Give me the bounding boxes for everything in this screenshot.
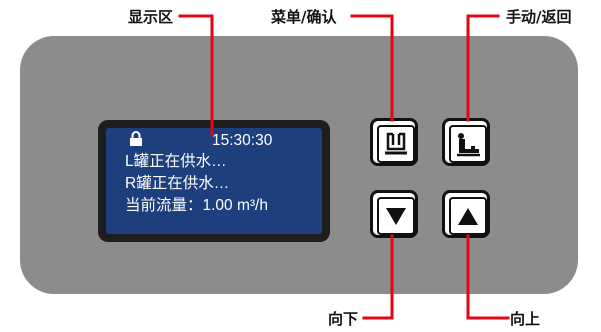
label-up: 向上 bbox=[510, 310, 541, 328]
callout-line-down bbox=[362, 234, 394, 320]
lcd-line-1: L罐正在供水… bbox=[125, 153, 227, 170]
lcd-display: 15:30:30 L罐正在供水… R罐正在供水… 当前流量：1.00 m³/h bbox=[98, 120, 330, 242]
label-display: 显示区 bbox=[128, 8, 174, 26]
lcd-line-3: 当前流量：1.00 m³/h bbox=[125, 197, 268, 214]
triangle-up-icon bbox=[458, 208, 478, 225]
lcd-line-2: R罐正在供水… bbox=[125, 175, 230, 192]
lcd-time: 15:30:30 bbox=[212, 132, 273, 149]
callout-line-up bbox=[466, 234, 510, 320]
label-menu-confirm: 菜单/确认 bbox=[271, 8, 337, 26]
down-button[interactable] bbox=[370, 190, 418, 238]
menu-confirm-button[interactable] bbox=[370, 118, 418, 166]
up-button[interactable] bbox=[442, 190, 490, 238]
lock-icon bbox=[130, 131, 142, 146]
manual-return-icon bbox=[457, 133, 480, 157]
callout-line-display bbox=[178, 14, 214, 136]
lcd-screen: 15:30:30 L罐正在供水… R罐正在供水… 当前流量：1.00 m³/h bbox=[106, 128, 322, 234]
callout-line-menu-confirm bbox=[350, 14, 394, 122]
callout-line-manual-back bbox=[466, 14, 500, 122]
label-manual-back: 手动/返回 bbox=[506, 8, 572, 26]
triangle-down-icon bbox=[386, 208, 406, 225]
manual-back-button[interactable] bbox=[442, 118, 490, 166]
enter-icon bbox=[385, 132, 407, 155]
label-down: 向下 bbox=[328, 310, 359, 328]
